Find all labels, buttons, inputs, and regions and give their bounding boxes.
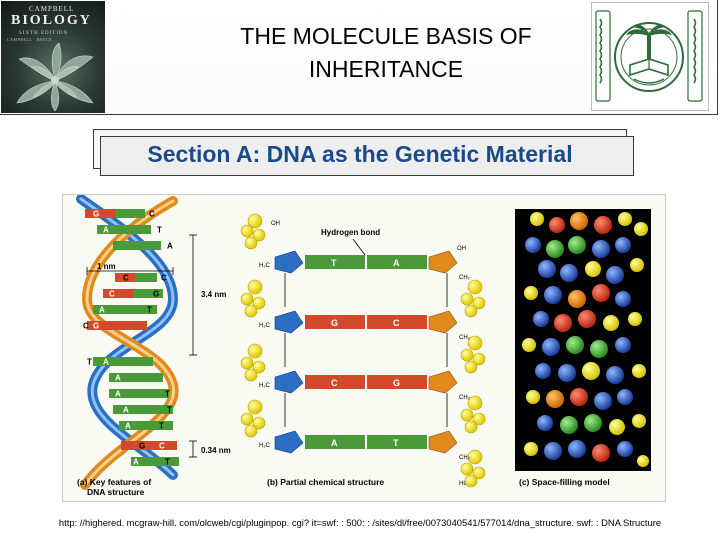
- university-seal-logo: [591, 2, 709, 111]
- label-3-4nm: 3.4 nm: [201, 290, 226, 299]
- pair-row-1: H₂C T A CH₂: [259, 250, 471, 281]
- page-title-line-1: THE MOLECULE BASIS OF: [240, 23, 532, 49]
- svg-text:T: T: [159, 422, 164, 431]
- header-frame: [0, 0, 718, 115]
- svg-text:C: C: [159, 442, 165, 451]
- ho-bottom: HO: [459, 481, 468, 487]
- svg-text:C: C: [393, 318, 400, 328]
- svg-text:CH₂: CH₂: [459, 455, 471, 461]
- svg-text:C: C: [109, 290, 115, 299]
- oh-top-right: OH: [457, 246, 466, 252]
- book-authors: CAMPBELL · REECE: [7, 37, 53, 42]
- caption-a-line-2: DNA structure: [87, 487, 145, 497]
- svg-text:A: A: [125, 422, 131, 431]
- svg-text:H₂C: H₂C: [259, 443, 271, 449]
- svg-text:C: C: [83, 322, 89, 331]
- caption-a-line-1: (a) Key features of: [77, 477, 151, 487]
- svg-text:G: G: [93, 322, 99, 331]
- svg-text:CH₂: CH₂: [459, 335, 471, 341]
- svg-text:H₂C: H₂C: [259, 263, 271, 269]
- caption-b: (b) Partial chemical structure: [267, 477, 384, 487]
- pair-row-3: H₂C C G CH₂: [259, 370, 471, 401]
- svg-text:T: T: [393, 438, 399, 448]
- svg-text:T: T: [87, 358, 92, 367]
- svg-text:G: G: [139, 442, 145, 451]
- svg-text:G: G: [393, 378, 400, 388]
- svg-text:T: T: [165, 458, 170, 467]
- svg-text:G: G: [93, 210, 99, 219]
- svg-text:T: T: [157, 226, 162, 235]
- svg-text:A: A: [103, 358, 109, 367]
- svg-text:G: G: [331, 318, 338, 328]
- pair-row-2: H₂C G C CH₂: [259, 310, 471, 341]
- svg-text:A: A: [115, 390, 121, 399]
- svg-text:C: C: [331, 378, 338, 388]
- svg-text:A: A: [103, 226, 109, 235]
- svg-text:A: A: [123, 406, 129, 415]
- svg-text:T: T: [147, 306, 152, 315]
- svg-text:A: A: [331, 438, 338, 448]
- page-title: THE MOLECULE BASIS OF INHERITANCE: [150, 20, 622, 86]
- book-brand: CAMPBELL: [29, 5, 75, 13]
- source-url: http: //highered. mcgraw-hill. com/olcwe…: [58, 517, 662, 528]
- pair-row-4: H₂C A T CH₂: [259, 430, 471, 461]
- caption-c: (c) Space-filling model: [519, 477, 610, 487]
- svg-text:A: A: [99, 306, 105, 315]
- svg-text:T: T: [331, 258, 337, 268]
- svg-text:G: G: [153, 290, 159, 299]
- book-edition: SIXTH EDITION: [19, 31, 69, 36]
- svg-text:H₂C: H₂C: [259, 383, 271, 389]
- svg-text:A: A: [167, 242, 173, 251]
- oh-top-left: OH: [271, 221, 280, 227]
- page-title-line-2: INHERITANCE: [308, 56, 464, 82]
- svg-text:CH₂: CH₂: [459, 275, 471, 281]
- svg-text:C: C: [161, 274, 167, 283]
- succulent-plant-icon: [16, 42, 94, 111]
- svg-text:H₂C: H₂C: [259, 323, 271, 329]
- svg-text:C: C: [123, 274, 129, 283]
- svg-text:C: C: [149, 210, 155, 219]
- chemical-structure-panel: Hydrogen bond OH OH HO H₂C: [240, 213, 486, 488]
- book-title: BIOLOGY: [11, 13, 92, 28]
- svg-text:A: A: [393, 258, 400, 268]
- label-0-34nm: 0.34 nm: [201, 446, 231, 455]
- section-banner: [100, 136, 634, 176]
- svg-text:CH₂: CH₂: [459, 395, 471, 401]
- palm-seal-icon: [595, 10, 703, 102]
- section-title: Section A: DNA as the Genetic Material: [147, 141, 573, 167]
- svg-text:A: A: [115, 374, 121, 383]
- svg-text:T: T: [165, 390, 170, 399]
- hydrogen-bond-label: Hydrogen bond: [321, 228, 380, 237]
- svg-text:T: T: [167, 406, 172, 415]
- book-cover-image: CAMPBELL BIOLOGY SIXTH EDITION CAMPBELL …: [1, 1, 105, 113]
- label-1nm: 1 nm: [97, 262, 116, 271]
- svg-text:A: A: [133, 458, 139, 467]
- space-filling-panel: (c) Space-filling model: [515, 209, 651, 487]
